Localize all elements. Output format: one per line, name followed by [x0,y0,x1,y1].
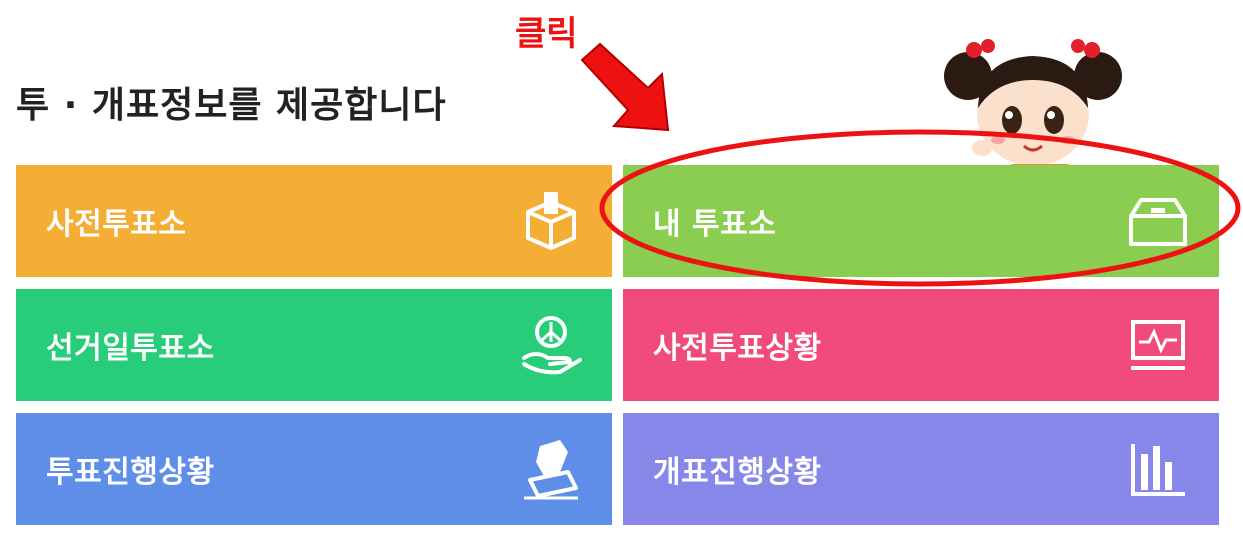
inbox-icon [1129,198,1187,246]
mascot-character-icon [944,39,1122,171]
tile-label: 내 투표소 [653,207,777,242]
tile-voting-progress[interactable]: 투표진행상황 [16,413,612,525]
hand-ballot-icon [524,440,578,500]
tile-early-voting-status[interactable]: 사전투표상황 [623,289,1219,401]
tile-my-polling-place[interactable]: 내 투표소 [623,165,1219,277]
annotation-arrow-icon [580,42,670,132]
tile-label: 사전투표상황 [653,331,822,366]
page-title: 투 · 개표정보를 제공합니다 [16,85,447,126]
tile-counting-progress[interactable]: 개표진행상황 [623,413,1219,525]
hand-vote-icon [522,316,582,375]
click-annotation-label: 클릭 [515,14,578,54]
tile-label: 사전투표소 [46,207,187,242]
monitor-pulse-icon [1131,320,1185,370]
tile-election-day-place[interactable]: 선거일투표소 [16,289,612,401]
bar-chart-icon [1131,444,1185,496]
tile-label: 투표진행상황 [46,455,215,490]
ballot-box-icon [526,192,576,250]
tile-early-voting-place[interactable]: 사전투표소 [16,165,612,277]
tile-label: 선거일투표소 [46,331,215,366]
tile-label: 개표진행상황 [653,455,822,490]
